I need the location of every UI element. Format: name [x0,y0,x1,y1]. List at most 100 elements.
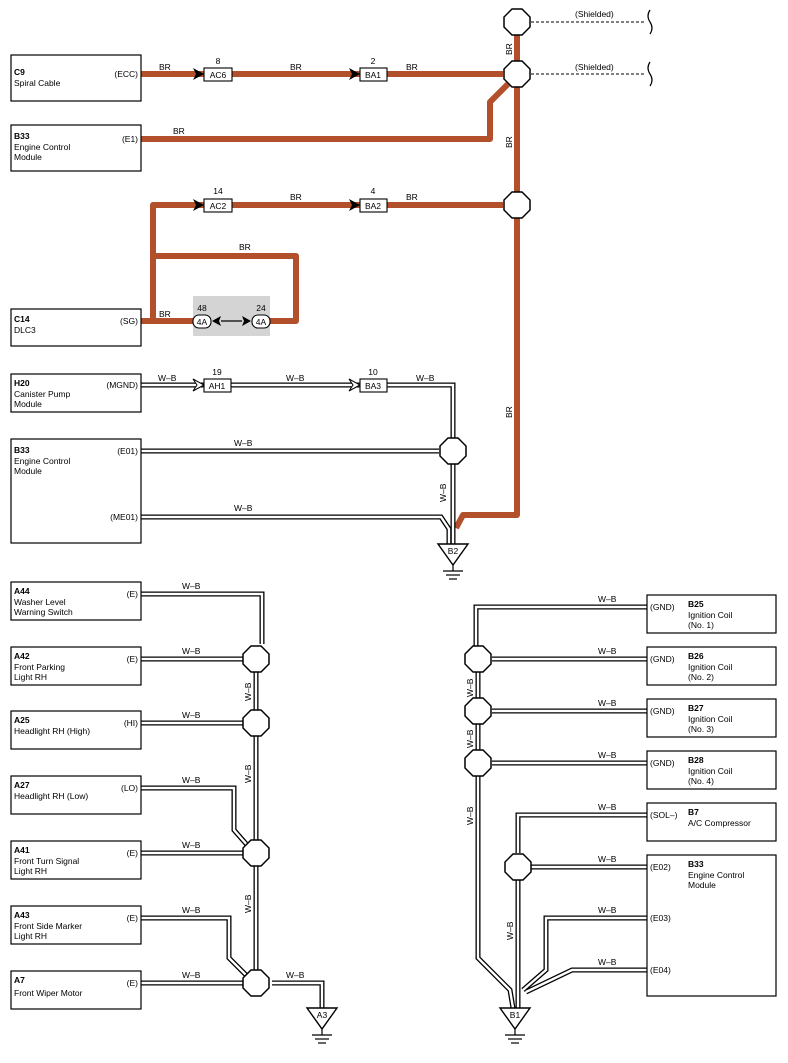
br-wire-sg-loop [153,253,299,324]
inline-connectors: AC6 8 BA1 2 AC2 14 BA2 4 4A 4A [192,56,388,393]
component-name: Headlight RH (High) [14,726,90,736]
component-name: Front Turn Signal [14,856,79,866]
junction-br-mid [503,191,531,219]
component-id: A43 [14,910,30,920]
component-id: B25 [688,599,704,609]
component-name: Front Wiper Motor [14,988,83,998]
component-name: Light RH [14,672,47,682]
component-id: A44 [14,586,30,596]
pin-label: (GND) [650,706,675,716]
component-id: A42 [14,651,30,661]
pin-label: (E01) [117,446,138,456]
ground-a3: A3 [305,1007,339,1044]
wire-label: W–B [182,581,201,591]
component-name: Ignition Coil [688,714,733,724]
pin-label: (E) [127,978,139,988]
wb-wires-outline [141,382,647,1009]
wire-label: W–B [286,373,305,383]
junctions [242,8,532,997]
component-id: B33 [688,859,704,869]
connector-ba2: BA2 4 [359,186,388,213]
ground-b1: B1 [498,1007,532,1044]
connector-ac2: AC2 14 [203,186,233,213]
wire-label: BR [239,242,251,252]
shield-label: (Shielded) [575,9,614,19]
wire-label: W–B [182,710,201,720]
connector-pin: 24 [256,303,266,313]
wire-label: W–B [182,905,201,915]
component-name: (No. 1) [688,620,714,630]
pin-label: (ECC) [114,69,138,79]
wire-label: BR [290,192,302,202]
component-name: Spiral Cable [14,78,61,88]
component-b33-e01: B33 Engine Control Module (E01) (ME01) [10,438,142,544]
pin-label: (GND) [650,758,675,768]
pin-label: (E03) [650,913,671,923]
br-wires [141,35,520,530]
wire-labels: BR BR BR BR BR BR BR BR BR BR BR W–B W–B… [158,43,617,980]
wire-label: W–B [158,373,177,383]
component-a44: A44 Washer Level Warning Switch (E) [10,581,142,621]
connector-label: AC6 [210,70,227,80]
component-b33-e1: B33 Engine Control Module (E1) [10,124,142,172]
shielded-lines: (Shielded) (Shielded) [531,9,653,87]
pin-label: (HI) [124,718,138,728]
component-name: Engine Control [14,142,70,152]
component-name: Front Side Marker [14,921,82,931]
pin-label: (GND) [650,654,675,664]
component-c9: C9 Spiral Cable (ECC) [10,54,142,102]
component-name: Module [14,399,42,409]
component-b33-e02: B33 Engine Control Module (E02) (E03) (E… [646,854,777,997]
component-id: C9 [14,67,25,77]
connector-label: BA3 [365,381,381,391]
component-name: Module [14,152,42,162]
component-name: Module [14,466,42,476]
junction-b28 [464,749,492,777]
connector-pin: 4 [371,186,376,196]
component-b7: B7 A/C Compressor (SOL–) [646,802,777,842]
connector-label: 4A [256,317,267,327]
component-name: Washer Level [14,597,66,607]
component-name: Light RH [14,931,47,941]
break-mark-icon [647,61,653,87]
connector-pin: 10 [368,367,378,377]
component-id: B27 [688,703,704,713]
wire-label: BR [504,406,514,418]
wire-label: W–B [598,594,617,604]
component-id: A7 [14,975,25,985]
wire-label: BR [159,309,171,319]
wire-label: W–B [598,802,617,812]
wire-label: W–B [243,894,253,913]
component-a25: A25 Headlight RH (High) (HI) [10,710,142,750]
junction-b26 [464,645,492,673]
pin-label: (E) [127,654,139,664]
component-id: B7 [688,807,699,817]
wire-label: W–B [598,750,617,760]
connector-pin: 8 [216,56,221,66]
ground-icon [498,1007,532,1031]
component-id: A25 [14,715,30,725]
component-id: B33 [14,131,30,141]
junction-shield-main [503,60,531,88]
pin-label: (E04) [650,965,671,975]
wire-label: W–B [182,970,201,980]
connector-pin: 19 [212,367,222,377]
component-name: (No. 4) [688,776,714,786]
junction-a42 [242,645,270,673]
junction-shield-top [503,8,531,36]
ground-label: B2 [448,546,459,556]
wire-label: W–B [505,921,515,940]
wire-label: W–B [182,840,201,850]
wire-label: BR [406,192,418,202]
connector-ac6: AC6 8 [203,56,233,82]
pin-label: (E1) [122,134,138,144]
junction-a7 [242,969,270,997]
component-id: A41 [14,845,30,855]
connector-label: AC2 [210,201,227,211]
component-b25: B25 Ignition Coil (No. 1) (GND) [646,594,777,634]
component-name: Light RH [14,866,47,876]
wire-label: BR [504,43,514,55]
wire-label: BR [173,126,185,136]
component-name: Ignition Coil [688,610,733,620]
